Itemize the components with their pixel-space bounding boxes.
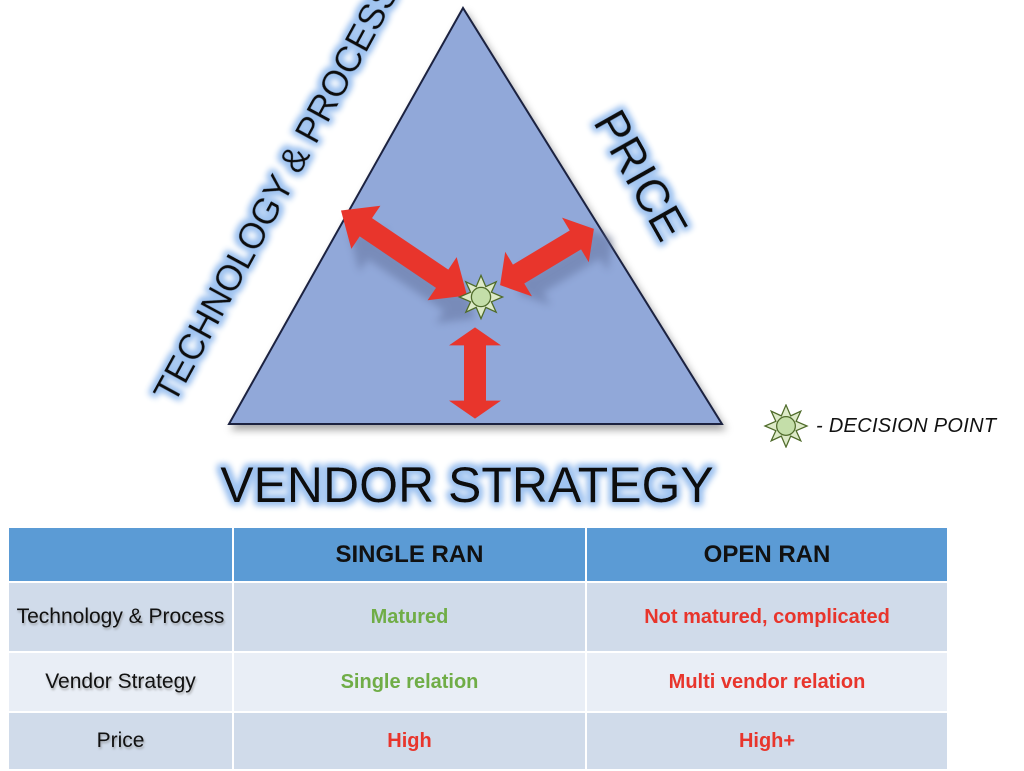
header-empty — [7, 526, 234, 583]
label-vendor-strategy: VENDOR STRATEGY — [220, 457, 714, 513]
header-open-ran: OPEN RAN — [585, 526, 949, 583]
decision-point-icon — [458, 274, 504, 320]
comparison-table: SINGLE RAN OPEN RAN Technology & Process… — [7, 526, 949, 771]
open-ran-value: High+ — [585, 711, 949, 771]
decision-point-sun-icon — [764, 404, 808, 448]
label-price: PRICE — [584, 101, 698, 249]
table-row: Price High High+ — [7, 711, 949, 771]
single-ran-value: Single relation — [232, 651, 587, 713]
row-label: Technology & Process — [7, 581, 234, 653]
row-label: Price — [7, 711, 234, 771]
table-row: Vendor Strategy Single relation Multi ve… — [7, 651, 949, 713]
header-single-ran: SINGLE RAN — [232, 526, 587, 583]
legend: - DECISION POINT — [762, 404, 996, 448]
single-ran-value: Matured — [232, 581, 587, 653]
vendor-triangle-diagram: TECHNOLOGY & PROCESS PRICE VENDOR STRATE… — [145, 0, 724, 513]
single-ran-value: High — [232, 711, 587, 771]
legend-label: - DECISION POINT — [816, 414, 997, 437]
table-header-row: SINGLE RAN OPEN RAN — [7, 526, 949, 583]
open-ran-value: Not matured, complicated — [585, 581, 949, 653]
open-ran-value: Multi vendor relation — [585, 651, 949, 713]
table-row: Technology & Process Matured Not matured… — [7, 581, 949, 653]
row-label: Vendor Strategy — [7, 651, 234, 713]
